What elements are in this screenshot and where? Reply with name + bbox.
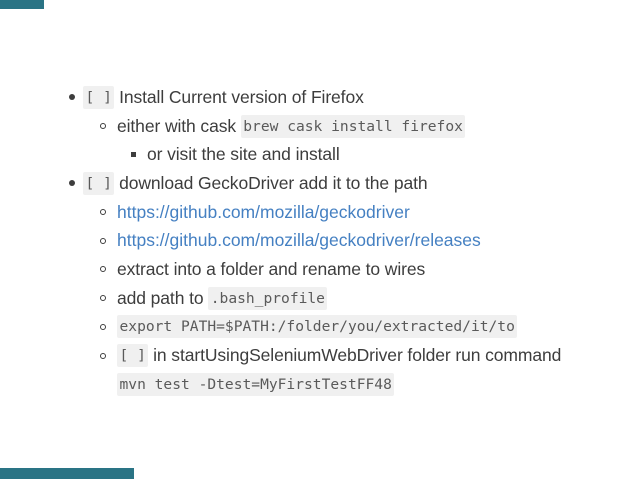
github-link[interactable]: https://github.com/mozilla/geckodriver/r… [117,230,481,251]
list-item: extract into a folder and rename to wire… [0,255,638,284]
bullet-circle-marker [100,266,106,273]
list-item: https://github.com/mozilla/geckodriver [0,198,638,227]
list-item: https://github.com/mozilla/geckodriver/r… [0,226,638,255]
text-run: extract into a folder and rename to wire… [117,258,426,279]
list-item: mvn test -Dtest=MyFirstTestFF48 [0,370,638,399]
code-span: [ ] [117,344,149,368]
bullet-circle-marker [100,295,106,302]
bullet-circle-marker [100,352,106,359]
top-accent-bar [0,0,44,9]
list-item: [ ] download GeckoDriver add it to the p… [0,169,638,198]
list-item: export PATH=$PATH:/folder/you/extracted/… [0,313,638,342]
bullet-circle-marker [100,209,106,216]
list-item: add path to .bash_profile [0,284,638,313]
text-run: add path to [117,287,209,308]
bullet-square-marker [131,152,136,158]
bullet-circle-marker [100,323,106,330]
bullet-circle-marker [100,123,106,130]
code-span: mvn test -Dtest=MyFirstTestFF48 [117,372,395,396]
bottom-progress-bar [0,468,134,479]
list-item: either with cask brew cask install firef… [0,112,638,141]
code-span: brew cask install firefox [240,114,466,138]
github-link[interactable]: https://github.com/mozilla/geckodriver [117,201,410,222]
code-span: .bash_profile [208,286,328,310]
list-item: or visit the site and install [0,140,638,169]
text-run: Install Current version of Firefox [114,86,364,107]
text-run: in startUsingSeleniumWebDriver folder ru… [148,345,562,366]
text-run: either with cask [117,115,241,136]
code-span: export PATH=$PATH:/folder/you/extracted/… [117,315,518,339]
bullet-disc-marker [69,180,75,187]
list-item: [ ] in startUsingSeleniumWebDriver folde… [0,341,638,370]
code-span: [ ] [83,85,115,109]
list-item: [ ] Install Current version of Firefox [0,83,638,112]
bullet-circle-marker [100,237,106,244]
code-span: [ ] [83,171,115,195]
text-run: or visit the site and install [147,144,340,165]
text-run: download GeckoDriver add it to the path [114,172,428,193]
bullet-disc-marker [69,94,75,101]
